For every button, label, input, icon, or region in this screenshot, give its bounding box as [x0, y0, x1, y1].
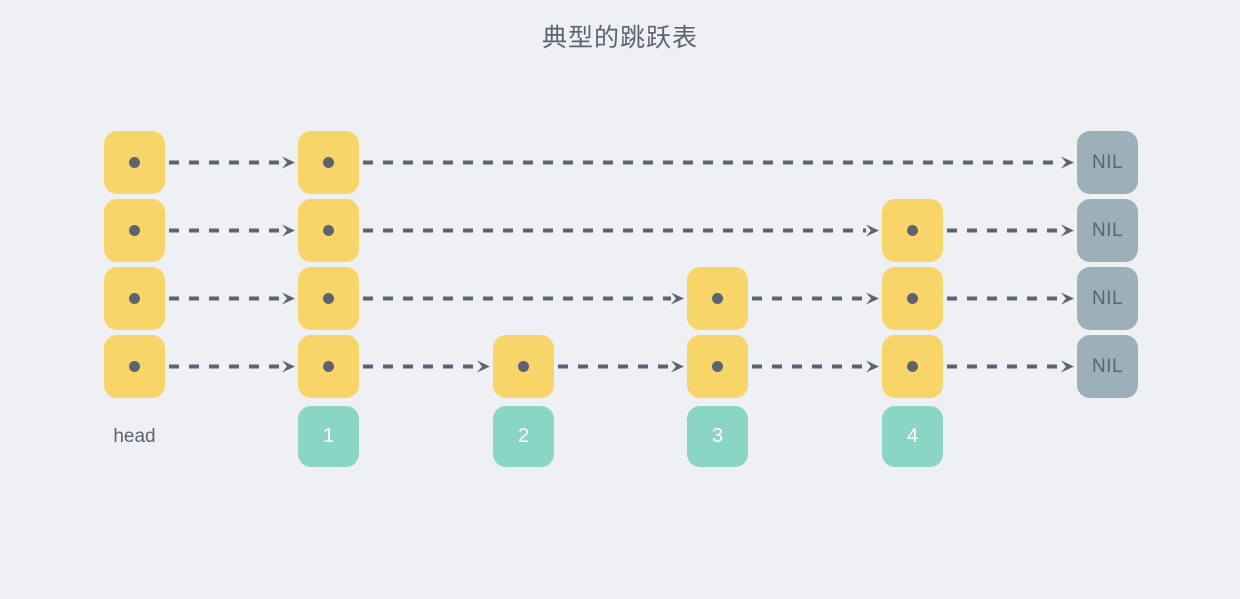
- pointer-dot-icon: [129, 225, 140, 236]
- pointer-dot-icon: [323, 361, 334, 372]
- link-arrow-n1-to-n4-l3: [363, 224, 879, 237]
- head-pointer-node: [104, 267, 165, 330]
- link-arrow-n3-to-n4-l2: [752, 292, 879, 305]
- nil-node: NIL: [1077, 335, 1138, 398]
- pointer-dot-icon: [907, 293, 918, 304]
- pointer-node-1: [298, 267, 359, 330]
- link-arrow-n4-to-nil-l1: [947, 360, 1074, 373]
- nil-node: NIL: [1077, 131, 1138, 194]
- pointer-node-1: [298, 131, 359, 194]
- pointer-node-4: [882, 199, 943, 262]
- pointer-dot-icon: [129, 293, 140, 304]
- link-arrow-head-to-n1-l3: [169, 224, 295, 237]
- link-arrow-n3-to-n4-l1: [752, 360, 879, 373]
- link-arrow-n1-to-n3-l2: [363, 292, 684, 305]
- page-title: 典型的跳跃表: [541, 24, 698, 52]
- head-label: head: [113, 426, 156, 447]
- pointer-dot-icon: [712, 293, 723, 304]
- link-arrow-n4-to-nil-l2: [947, 292, 1074, 305]
- pointer-node-4: [882, 335, 943, 398]
- pointer-node-3: [687, 335, 748, 398]
- head-pointer-node: [104, 199, 165, 262]
- head-pointer-node: [104, 335, 165, 398]
- pointer-dot-icon: [129, 157, 140, 168]
- link-arrow-head-to-n1-l4: [169, 156, 295, 169]
- link-arrow-n4-to-nil-l3: [947, 224, 1074, 237]
- pointer-dot-icon: [129, 361, 140, 372]
- key-node-2: 2: [493, 406, 554, 467]
- nil-node: NIL: [1077, 199, 1138, 262]
- link-arrow-head-to-n1-l1: [169, 360, 295, 373]
- pointer-node-1: [298, 335, 359, 398]
- pointer-dot-icon: [907, 225, 918, 236]
- pointer-dot-icon: [518, 361, 529, 372]
- nil-node: NIL: [1077, 267, 1138, 330]
- link-arrow-head-to-n1-l2: [169, 292, 295, 305]
- pointer-node-4: [882, 267, 943, 330]
- pointer-node-2: [493, 335, 554, 398]
- pointer-node-3: [687, 267, 748, 330]
- pointer-dot-icon: [907, 361, 918, 372]
- pointer-dot-icon: [712, 361, 723, 372]
- link-arrow-n1-to-n2-l1: [363, 360, 490, 373]
- pointer-dot-icon: [323, 157, 334, 168]
- link-arrow-n2-to-n3-l1: [558, 360, 684, 373]
- key-node-1: 1: [298, 406, 359, 467]
- key-node-4: 4: [882, 406, 943, 467]
- pointer-node-1: [298, 199, 359, 262]
- link-arrow-n1-to-nil-l4: [363, 156, 1074, 169]
- pointer-dot-icon: [323, 225, 334, 236]
- pointer-dot-icon: [323, 293, 334, 304]
- head-pointer-node: [104, 131, 165, 194]
- key-node-3: 3: [687, 406, 748, 467]
